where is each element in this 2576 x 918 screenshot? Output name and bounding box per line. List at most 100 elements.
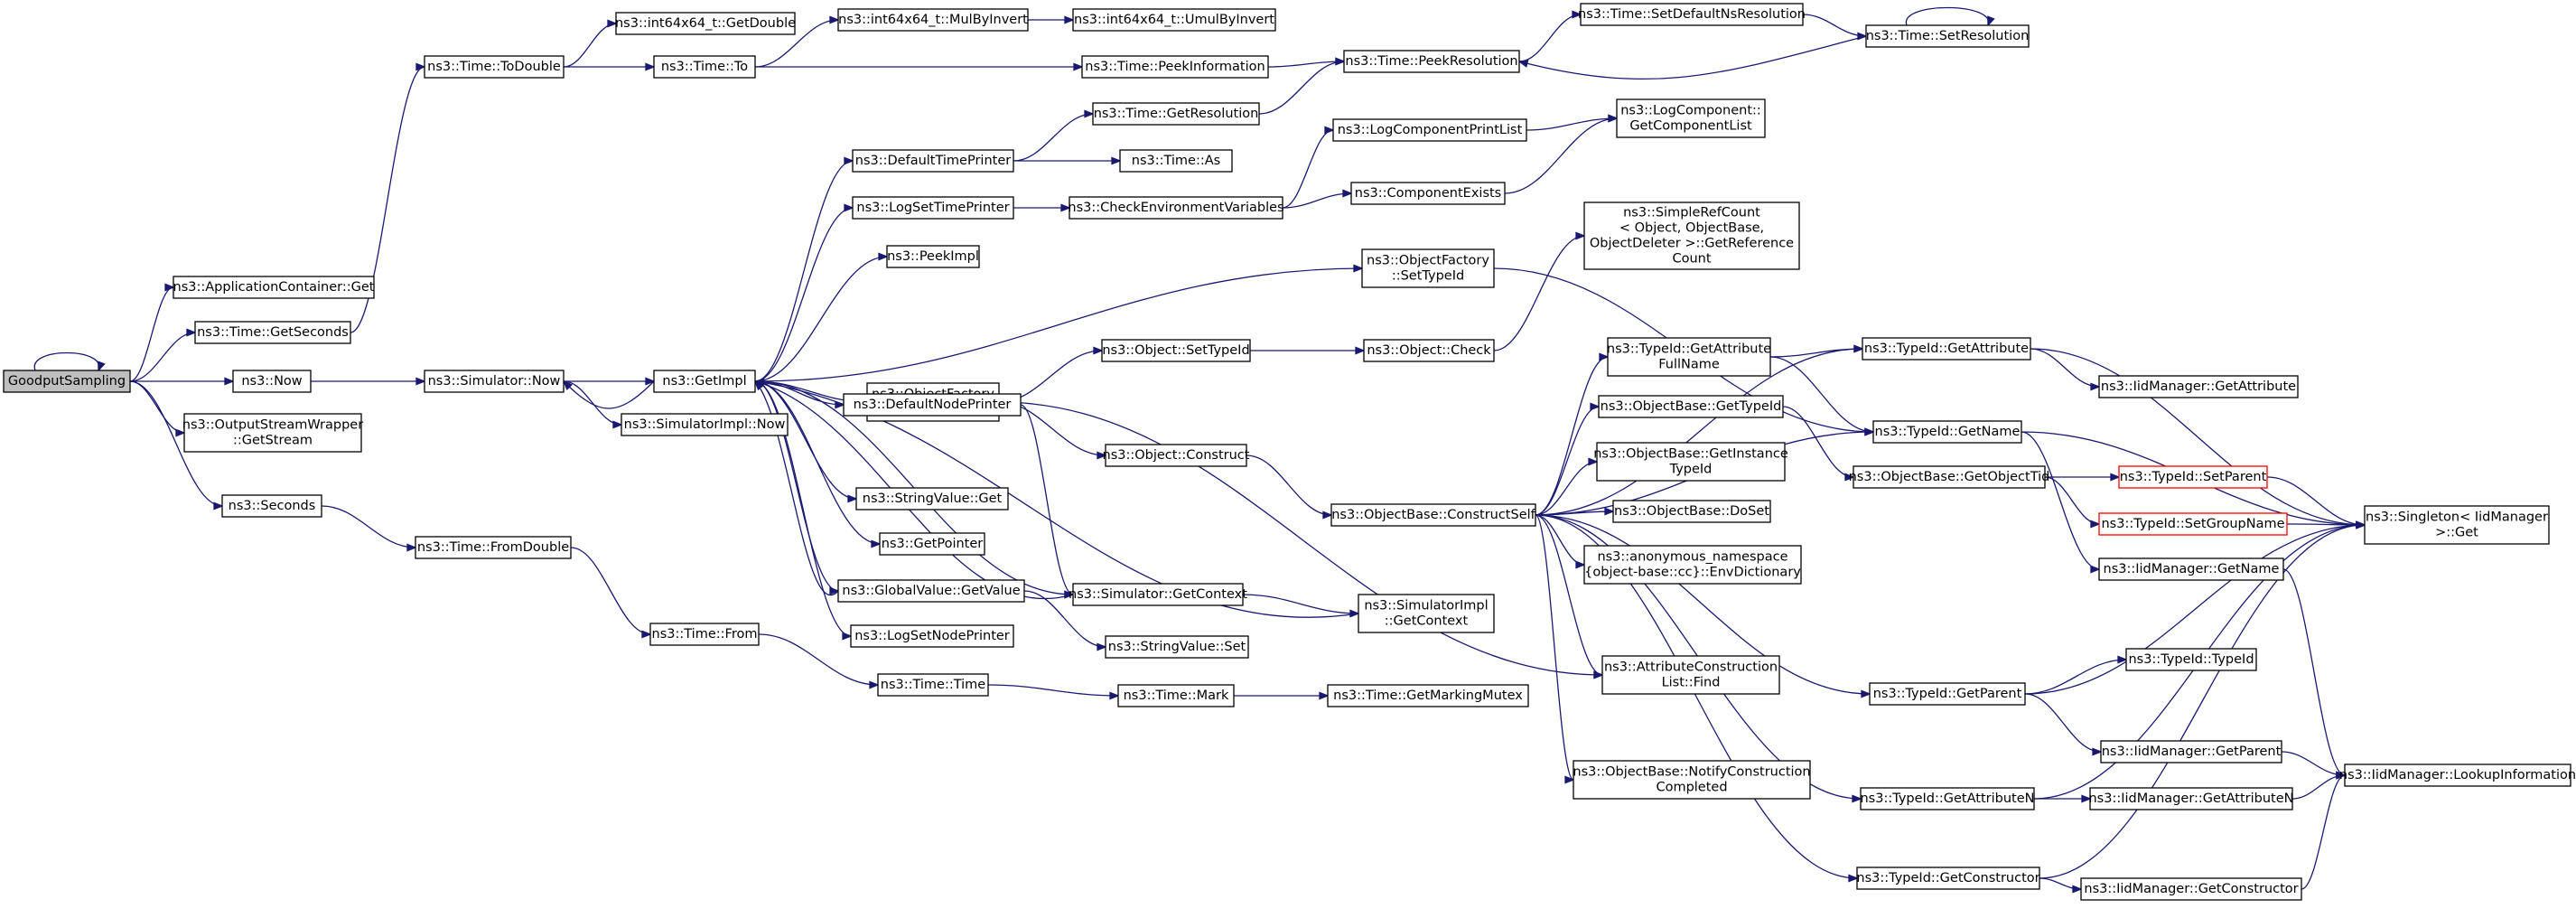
graph-node-peekres[interactable]: ns3::Time::PeekResolution xyxy=(1343,50,1520,73)
node-box xyxy=(173,276,375,299)
node-label: ns3::Time::As xyxy=(1132,154,1220,168)
graph-node-todouble[interactable]: ns3::Time::ToDouble xyxy=(424,55,565,79)
node-label: ns3::IidManager::LookupInformation xyxy=(2339,768,2576,782)
edge-mark-to-getmarkmutex xyxy=(1234,691,1330,700)
graph-node-peekinfo[interactable]: ns3::Time::PeekInformation xyxy=(1081,55,1269,79)
graph-node-gvgetvalue[interactable]: ns3::GlobalValue::GetValue xyxy=(837,579,1025,603)
graph-node-mark[interactable]: ns3::Time::Mark xyxy=(1117,684,1235,707)
node-box xyxy=(232,370,312,393)
graph-node-obdoset[interactable]: ns3::ObjectBase::DoSet xyxy=(1612,500,1771,523)
node-box xyxy=(1069,196,1283,220)
node-label: ns3::OutputStreamWrapper xyxy=(182,418,363,433)
graph-node-simimplgetctx[interactable]: ns3::SimulatorImpl::GetContext xyxy=(1358,594,1495,633)
graph-node-getmarkmutex[interactable]: ns3::Time::GetMarkingMutex xyxy=(1327,684,1529,707)
graph-node-peekimpl[interactable]: ns3::PeekImpl xyxy=(886,245,980,268)
graph-node-obnotify[interactable]: ns3::ObjectBase::NotifyConstructionCompl… xyxy=(1573,760,1811,800)
graph-node-setres[interactable]: ns3::Time::SetResolution xyxy=(1865,24,2030,48)
node-box xyxy=(852,196,1014,220)
node-box xyxy=(877,673,989,697)
graph-node-objconstruct[interactable]: ns3::Object::Construct xyxy=(1103,444,1250,467)
graph-node-umulbyinv[interactable]: ns3::int64x64_t::UmulByInvert xyxy=(1072,8,1276,32)
graph-node-defprinter[interactable]: ns3::DefaultTimePrinter xyxy=(852,149,1014,173)
edge-arrowhead xyxy=(878,252,889,261)
edge-line xyxy=(563,380,655,409)
graph-node-setdefns[interactable]: ns3::Time::SetDefaultNsResolution xyxy=(1578,3,1806,26)
edge-line xyxy=(2021,431,2100,570)
graph-node-iidlookup[interactable]: ns3::IidManager::LookupInformation xyxy=(2339,763,2576,787)
graph-node-iidgetname[interactable]: ns3::IidManager::GetName xyxy=(2098,557,2284,581)
graph-node-tidgetctor[interactable]: ns3::TypeId::GetConstructor xyxy=(1856,866,2040,890)
graph-node-logcpl[interactable]: ns3::LogComponentPrintList xyxy=(1332,118,1527,142)
node-label: Count xyxy=(1672,252,1711,267)
graph-node-timetime[interactable]: ns3::Time::Time xyxy=(877,673,989,697)
edge-obgettid-to-obgetobjtid xyxy=(1782,406,1855,482)
graph-node-logsetnp[interactable]: ns3::LogSetNodePrinter xyxy=(850,624,1014,648)
graph-node-getpointer[interactable]: ns3::GetPointer xyxy=(879,532,985,556)
graph-node-simgetctx[interactable]: ns3::Simulator::GetContext xyxy=(1069,583,1247,606)
graph-node-strvalset[interactable]: ns3::StringValue::Set xyxy=(1105,635,1249,659)
graph-node-obconstructself[interactable]: ns3::ObjectBase::ConstructSelf xyxy=(1330,503,1536,527)
graph-node-to[interactable]: ns3::Time::To xyxy=(653,55,756,79)
graph-node-compexists[interactable]: ns3::ComponentExists xyxy=(1350,182,1506,205)
node-label: ns3::TypeId::GetAttributeN xyxy=(1860,792,2034,806)
graph-node-i64getd[interactable]: ns3::int64x64_t::GetDouble xyxy=(615,12,796,35)
graph-node-objsettid[interactable]: ns3::Object::SetTypeId xyxy=(1101,339,1251,362)
graph-node-osw[interactable]: ns3::OutputStreamWrapper::GetStream xyxy=(182,413,363,453)
graph-node-tidtid[interactable]: ns3::TypeId::TypeId xyxy=(2125,648,2257,671)
graph-node-tidgetattr[interactable]: ns3::TypeId::GetAttribute xyxy=(1862,337,2031,361)
graph-node-iidgetattrn[interactable]: ns3::IidManager::GetAttributeN xyxy=(2088,787,2294,810)
graph-node-tidsetparent[interactable]: ns3::TypeId::SetParent xyxy=(2118,465,2268,489)
graph-node-tidgetattrn[interactable]: ns3::TypeId::GetAttributeN xyxy=(1860,787,2035,810)
graph-node-iidgetctor[interactable]: ns3::IidManager::GetConstructor xyxy=(2080,877,2302,901)
edge-tidgetattr-to-iidgetattr xyxy=(2030,348,2101,391)
node-label: ns3::Time::GetSeconds xyxy=(197,325,349,340)
graph-node-appget[interactable]: ns3::ApplicationContainer::Get xyxy=(173,276,375,299)
graph-node-logsettp[interactable]: ns3::LogSetTimePrinter xyxy=(852,196,1014,220)
graph-node-objcheck[interactable]: ns3::Object::Check xyxy=(1363,339,1495,362)
graph-node-simnow[interactable]: ns3::Simulator::Now xyxy=(424,370,565,393)
edge-arrowhead xyxy=(164,283,175,292)
graph-node-now[interactable]: ns3::Now xyxy=(232,370,312,393)
graph-node-simimplnow[interactable]: ns3::SimulatorImpl::Now xyxy=(621,413,789,436)
edge-getimpl-to-objfsettid xyxy=(754,264,1364,382)
graph-node-obgetobjtid[interactable]: ns3::ObjectBase::GetObjectTid xyxy=(1849,465,2050,489)
graph-node-seconds[interactable]: ns3::Seconds xyxy=(221,494,322,518)
node-box xyxy=(1598,395,1784,418)
graph-node-from[interactable]: ns3::Time::From xyxy=(649,623,760,646)
node-label: ns3::Singleton< IidManager xyxy=(2366,511,2548,525)
graph-node-tidgetname[interactable]: ns3::TypeId::GetName xyxy=(1872,420,2022,444)
graph-node-obgettid[interactable]: ns3::ObjectBase::GetTypeId xyxy=(1598,395,1784,418)
graph-node-iidgetparent[interactable]: ns3::IidManager::GetParent xyxy=(2100,740,2282,763)
graph-node-getimpl[interactable]: ns3::GetImpl xyxy=(653,370,756,393)
edge-arrowhead xyxy=(415,377,426,386)
node-box xyxy=(2364,505,2550,545)
graph-node-logcgcl[interactable]: ns3::LogComponent::GetComponentList xyxy=(1616,98,1766,138)
graph-node-getres[interactable]: ns3::Time::GetResolution xyxy=(1092,102,1260,126)
node-box xyxy=(1860,787,2035,810)
graph-node-checkenv[interactable]: ns3::CheckEnvironmentVariables xyxy=(1068,196,1284,220)
edge-arrowhead xyxy=(1861,689,1871,698)
graph-node-getsec[interactable]: ns3::Time::GetSeconds xyxy=(194,321,351,344)
edge-arrowhead xyxy=(1093,346,1104,355)
graph-node-iidgetattr[interactable]: ns3::IidManager::GetAttribute xyxy=(2098,375,2299,398)
graph-node-simplerefcount[interactable]: ns3::SimpleRefCount< Object, ObjectBase,… xyxy=(1583,201,1800,270)
graph-node-tidgetparent[interactable]: ns3::TypeId::GetParent xyxy=(1869,682,2026,706)
graph-node-singleton[interactable]: ns3::Singleton< IidManager>::Get xyxy=(2364,505,2550,545)
edge-arrowhead xyxy=(1608,114,1619,123)
graph-node-objfsettid[interactable]: ns3::ObjectFactory::SetTypeId xyxy=(1361,248,1495,288)
graph-node-fromdouble[interactable]: ns3::Time::FromDouble xyxy=(415,536,572,559)
graph-node-tidsetgroup[interactable]: ns3::TypeId::SetGroupName xyxy=(2098,512,2288,536)
graph-node-root[interactable]: GoodputSampling xyxy=(3,370,131,393)
node-label: ns3::SimulatorImpl::Now xyxy=(624,417,786,432)
node-label: ns3::CheckEnvironmentVariables xyxy=(1068,201,1283,215)
graph-node-anonenvdict[interactable]: ns3::anonymous_namespace{object-base::cc… xyxy=(1583,545,1802,585)
graph-node-strvalget[interactable]: ns3::StringValue::Get xyxy=(855,487,1009,511)
graph-node-timeas[interactable]: ns3::Time::As xyxy=(1119,149,1233,173)
node-label: >::Get xyxy=(2435,526,2478,540)
edge-line xyxy=(1535,514,1871,695)
graph-node-mulbyinv[interactable]: ns3::int64x64_t::MulByInvert xyxy=(837,8,1029,32)
graph-node-defnodeprinter[interactable]: ns3::DefaultNodePrinter xyxy=(843,393,1022,417)
